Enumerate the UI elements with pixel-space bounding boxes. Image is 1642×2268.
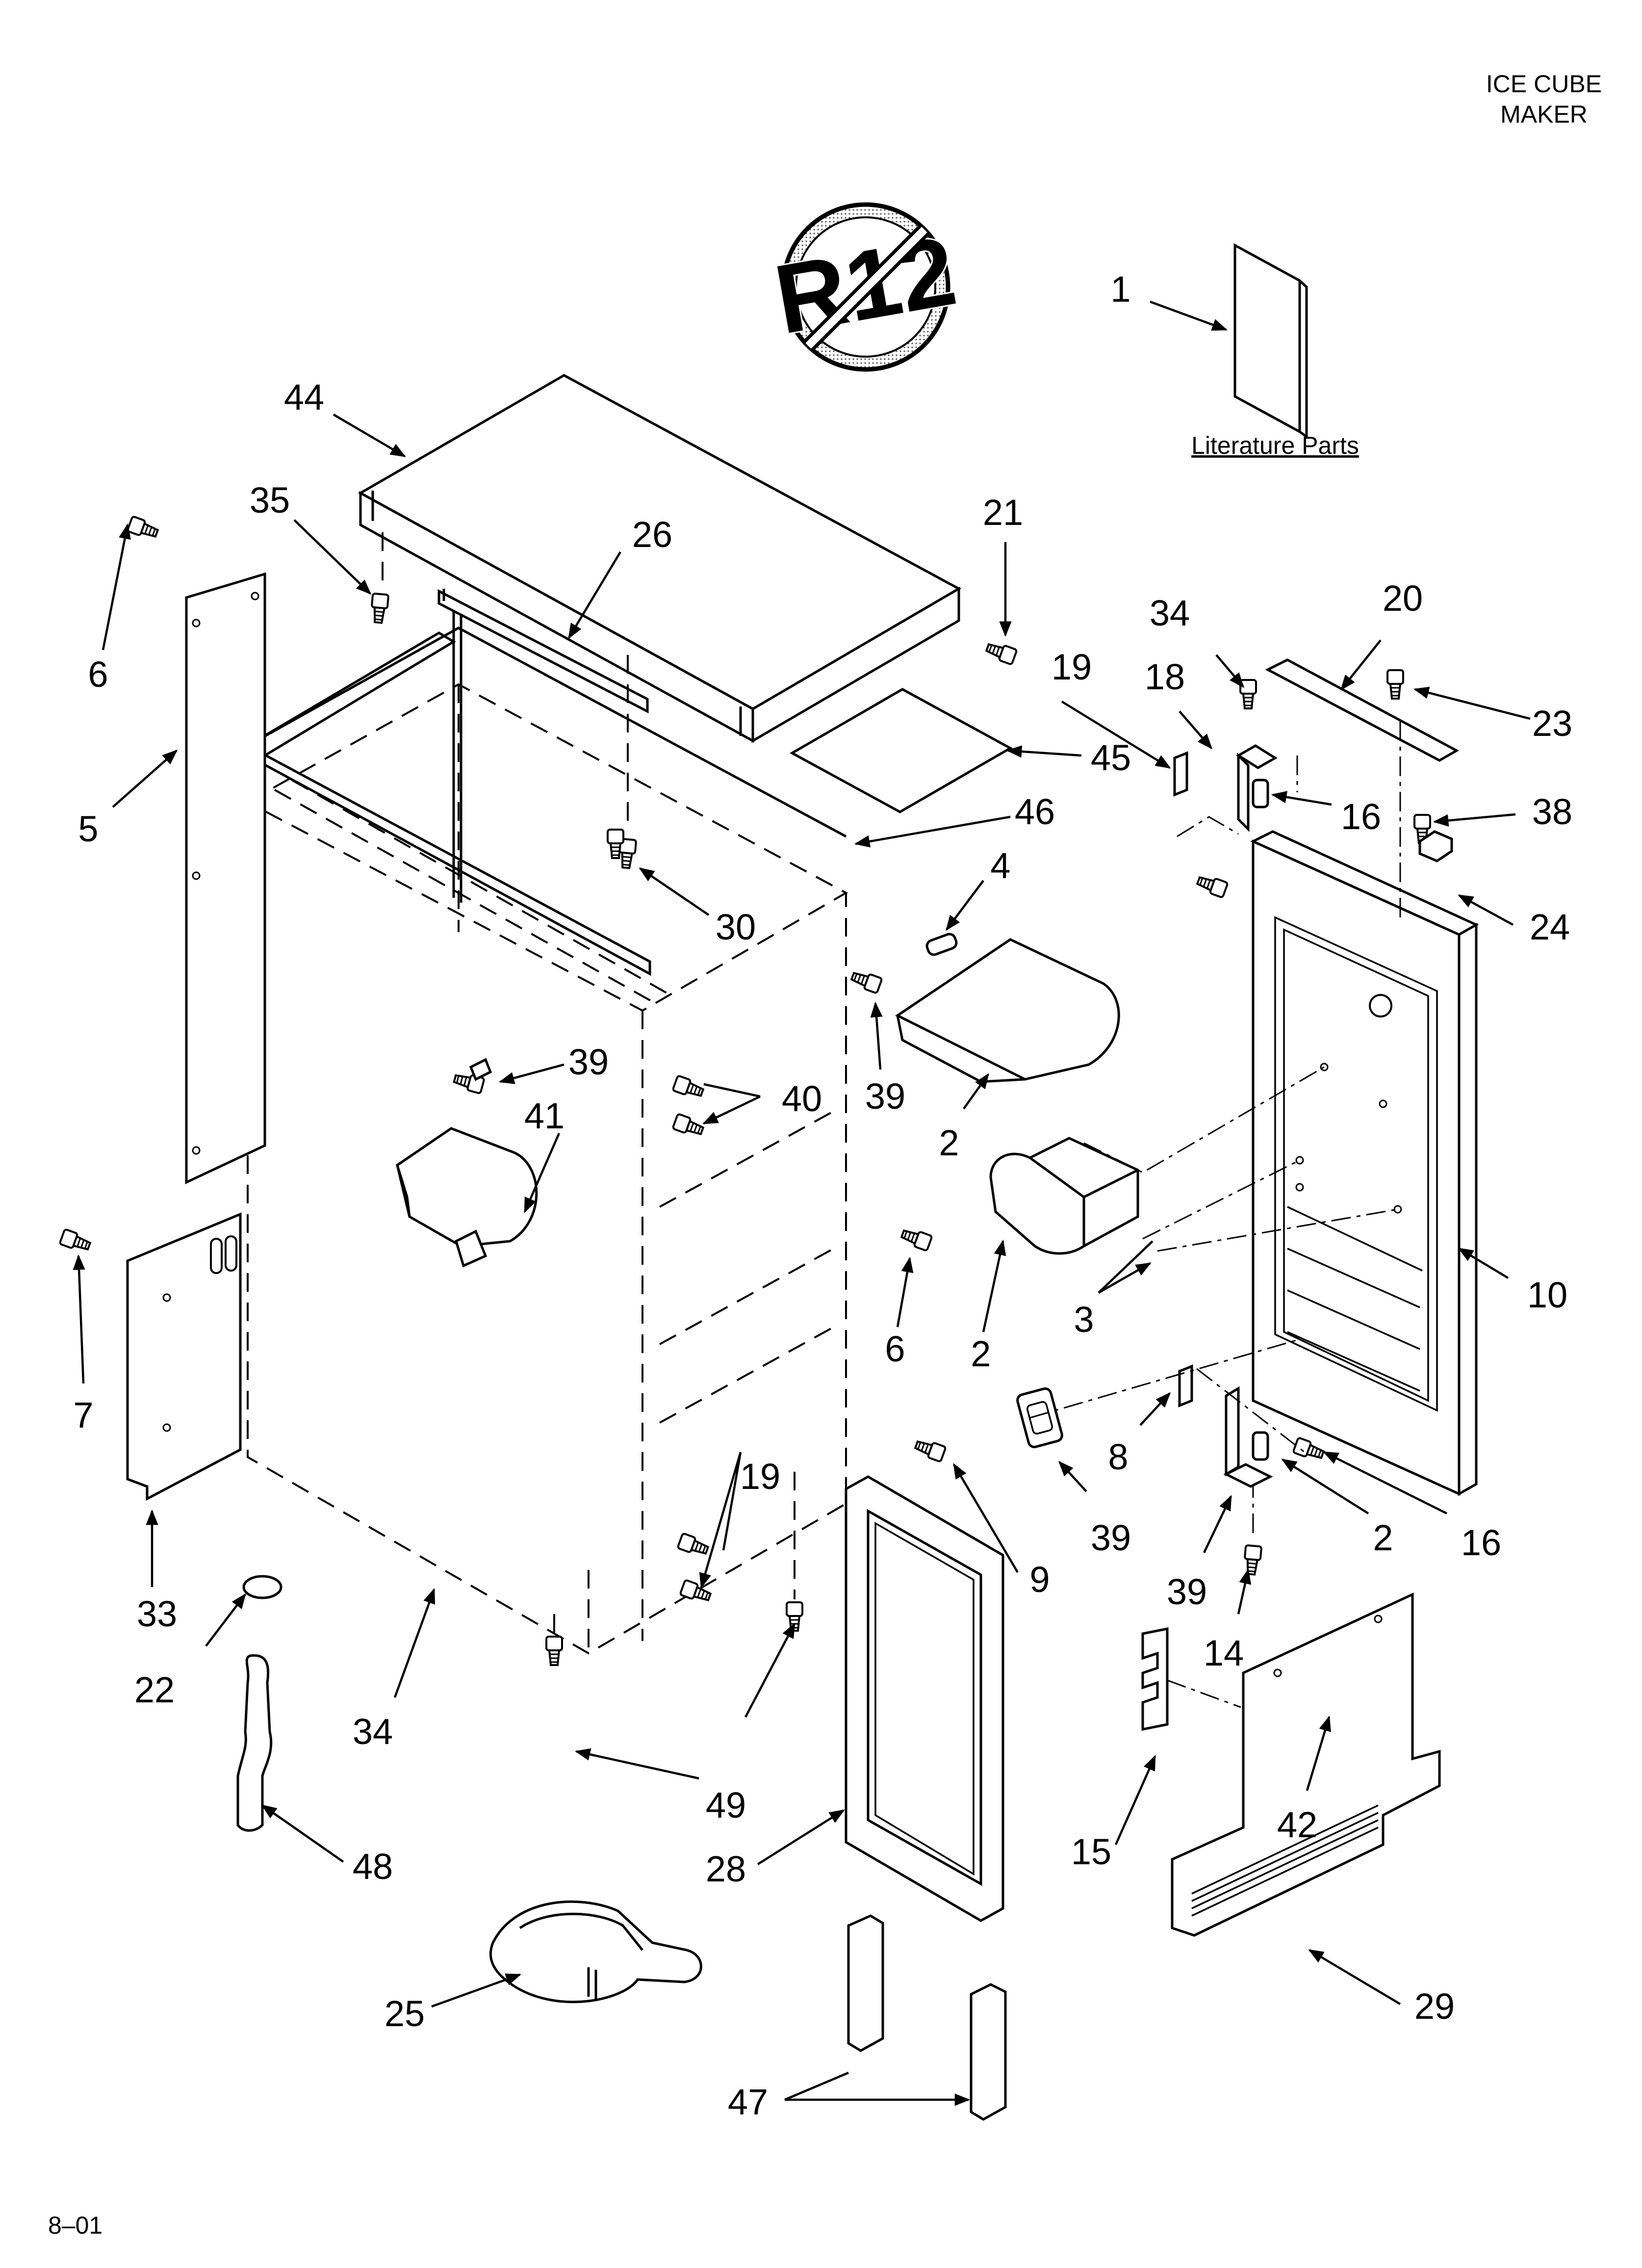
pin-part-41	[469, 1058, 492, 1081]
callout-label: 30	[716, 907, 756, 947]
clip-part-9	[1016, 1387, 1063, 1448]
strip-part-26	[437, 589, 649, 714]
callout-label: 23	[1532, 703, 1572, 744]
callout-label: 2	[939, 1122, 959, 1163]
literature-booklet	[1233, 243, 1308, 439]
callout-labels: 1 44 35 26 21 6 5 34 20 19 18 23 45 16 3…	[73, 269, 1572, 2122]
callout-label: 19	[1052, 647, 1092, 687]
callout-label: 41	[524, 1095, 564, 1136]
callout-label: 24	[1530, 907, 1570, 947]
alignment-lines	[1029, 721, 1401, 1533]
callout-label: 19	[740, 1456, 780, 1497]
callout-label: 42	[1277, 1804, 1317, 1845]
callout-label: 2	[1373, 1517, 1393, 1558]
channel-part-13a	[847, 1914, 884, 2052]
block-part-8	[989, 1137, 1139, 1255]
callout-label: 35	[250, 480, 290, 521]
callout-label: 34	[1150, 593, 1190, 633]
callout-label: 7	[73, 1395, 93, 1435]
literature-parts-label: Literature Parts	[1191, 432, 1359, 459]
callout-label: 39	[1091, 1517, 1131, 1558]
callout-label: 44	[284, 377, 324, 417]
callout-label: 45	[1091, 737, 1131, 778]
callout-label: 1	[1110, 269, 1130, 310]
cap-part-24	[1418, 830, 1453, 862]
callout-label: 15	[1071, 1831, 1111, 1872]
callout-label: 40	[782, 1078, 822, 1119]
ring-part-14	[242, 1575, 282, 1599]
hinge-part-33	[1223, 1386, 1273, 1488]
callout-label: 49	[706, 1785, 746, 1825]
callout-label: 6	[885, 1329, 905, 1369]
header-line-1: ICE CUBE	[1486, 70, 1602, 98]
pad-part-45	[789, 688, 1013, 813]
callout-label: 46	[1015, 791, 1055, 832]
callout-arrows	[73, 300, 1531, 2100]
callout-label: 22	[134, 1669, 175, 1710]
scoop-part-29	[489, 1900, 702, 2004]
callout-label: 39	[865, 1076, 905, 1117]
door-part-7	[1250, 830, 1479, 1496]
callout-label: 9	[1029, 1559, 1050, 1600]
callout-label: 34	[353, 1711, 393, 1752]
callout-label: 39	[568, 1042, 609, 1082]
callout-label: 8	[1108, 1436, 1128, 1477]
callout-label: 18	[1145, 656, 1185, 697]
hinge-part-18	[1236, 744, 1278, 833]
callout-label: 2	[971, 1333, 991, 1374]
callout-label: 5	[78, 808, 98, 849]
callout-label: 39	[1167, 1571, 1207, 1612]
spacer-part-4	[925, 933, 958, 956]
callout-label: 38	[1532, 791, 1572, 832]
callout-label: 48	[353, 1846, 393, 1887]
callout-label: 6	[88, 654, 108, 695]
bracket-part-3	[895, 938, 1120, 1083]
bracket-part-40	[396, 1127, 538, 1268]
callout-label: 47	[728, 2082, 768, 2122]
callout-label: 10	[1527, 1275, 1567, 1315]
callout-label: 28	[706, 1849, 746, 1889]
rear-panel-part-47	[1171, 1592, 1441, 1937]
cabinet-outline	[245, 626, 848, 1655]
callout-label: 26	[632, 514, 672, 555]
tube-part-28	[236, 1654, 273, 1832]
side-panel-part-5	[185, 572, 266, 1184]
frame-part-15	[845, 1475, 1004, 1922]
bracket-part-25	[1141, 1627, 1169, 1731]
back-bracket	[452, 611, 462, 903]
callout-label: 25	[385, 1993, 425, 2034]
shim-part-19a	[1173, 751, 1188, 797]
callout-label: 4	[990, 845, 1010, 886]
lower-panel-part-22	[126, 1212, 242, 1501]
callout-label: 33	[137, 1593, 177, 1634]
hinge-bar-part-20	[1265, 658, 1460, 762]
no-r12-badge: R12	[766, 202, 965, 372]
callout-label: 16	[1461, 1522, 1501, 1563]
top-lid-part	[358, 374, 962, 743]
callout-label: 20	[1383, 578, 1423, 619]
callout-label: 3	[1074, 1299, 1094, 1340]
shim-part-19b	[1178, 1364, 1193, 1408]
footer-code: 8–01	[48, 2212, 103, 2239]
callout-label: 21	[983, 492, 1023, 533]
header-line-2: MAKER	[1500, 101, 1588, 128]
callout-label: 29	[1414, 1986, 1455, 2027]
channel-part-13b	[970, 1983, 1007, 2121]
callout-label: 16	[1341, 796, 1381, 837]
callout-label: 14	[1204, 1633, 1244, 1673]
gasket-part-46	[245, 631, 456, 757]
